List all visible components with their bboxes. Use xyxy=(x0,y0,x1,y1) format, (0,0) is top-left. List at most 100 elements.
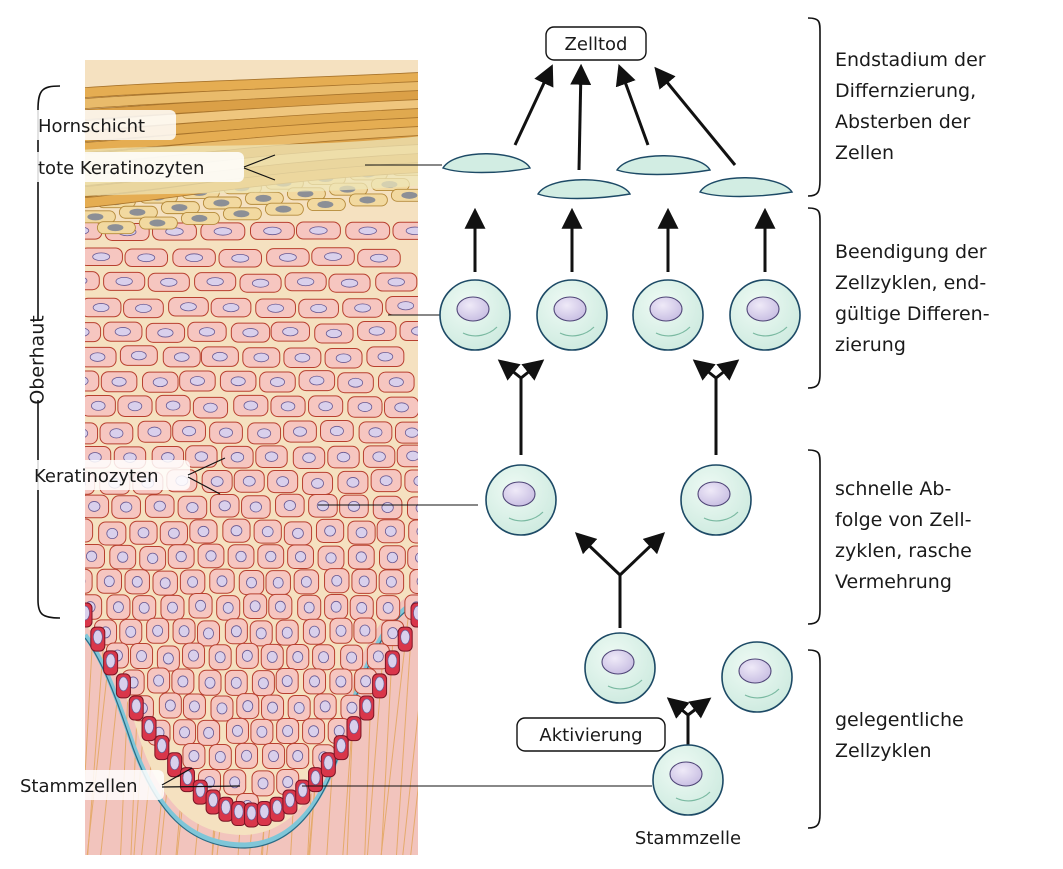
keratinocyte-nucleus xyxy=(230,676,242,689)
keratinocyte-nucleus xyxy=(92,252,111,262)
keratinocyte-nucleus xyxy=(188,750,200,762)
flat-cells xyxy=(441,153,794,200)
keratinocyte-nucleus xyxy=(282,776,294,788)
granular-nucleus xyxy=(317,201,334,209)
flat-cell-4 xyxy=(698,177,794,198)
fiber xyxy=(410,784,418,855)
horny-layer xyxy=(85,72,418,208)
keratinocyte-nucleus xyxy=(91,400,106,411)
flat-cell-2 xyxy=(536,179,632,200)
keratinocyte xyxy=(404,469,418,493)
keratinocyte-nucleus xyxy=(131,576,143,588)
keratinocyte-nucleus xyxy=(182,426,197,437)
aktivierung-label: Aktivierung xyxy=(539,725,642,746)
keratinocyte-nucleus xyxy=(153,500,166,512)
keratinocyte-nucleus xyxy=(283,500,296,511)
keratinocyte-nucleus xyxy=(359,624,371,637)
keratinocyte-nucleus xyxy=(214,651,226,664)
connector-lines xyxy=(302,164,652,787)
keratinocyte-nucleus xyxy=(231,253,250,263)
stem-cell xyxy=(269,796,285,822)
keratinocyte-nucleus xyxy=(242,328,259,338)
keratinocyte-nucleus xyxy=(92,303,110,313)
keratinocyte-nucleus xyxy=(256,725,268,738)
stem-cell xyxy=(410,602,418,628)
zelltod-arrows xyxy=(513,63,737,171)
stage-1-description: Endstadium der Differnzierung, Absterben… xyxy=(835,49,992,164)
stem-cell xyxy=(295,779,311,805)
keratinocyte-nucleus xyxy=(309,375,325,386)
keratinocyte-nucleus xyxy=(263,226,282,236)
keratinocyte-nucleus xyxy=(300,576,312,588)
stage-brackets xyxy=(807,17,821,829)
keratinocyte-nucleus xyxy=(318,401,333,412)
fiber xyxy=(85,611,95,785)
keratinocyte-nucleus xyxy=(109,428,124,439)
keratinocyte-nucleus xyxy=(303,601,315,614)
tote-keratinozyten-label-bg xyxy=(30,152,244,182)
keratinocyte-nucleus xyxy=(246,576,257,589)
upward-arrows xyxy=(464,207,776,272)
stem-cell xyxy=(244,802,259,828)
keratinocyte xyxy=(85,422,99,445)
keratinocyte-nucleus xyxy=(329,425,344,437)
round-cell xyxy=(485,464,557,536)
keratinocyte-nucleus xyxy=(330,600,342,613)
keratinocyte-nucleus xyxy=(197,525,210,537)
keratinocyte-nucleus xyxy=(346,477,360,488)
keratinocyte-nucleus xyxy=(324,525,336,537)
keratinocyte-nucleus xyxy=(210,476,224,487)
keratinocyte xyxy=(392,221,418,240)
granular-nucleus xyxy=(401,191,418,199)
keratinocyte-nucleus xyxy=(125,625,137,638)
keratinocyte-nucleus xyxy=(114,327,131,337)
keratinocyte-nucleus xyxy=(120,501,133,513)
keratinocyte-nucleus xyxy=(404,427,418,438)
keratinocyte-nucleus xyxy=(85,579,86,584)
keratinocyte-cells xyxy=(74,221,418,819)
keratinocyte-nucleus xyxy=(355,527,368,539)
keratinocyte-nucleus xyxy=(308,725,319,738)
keratinocyte-nucleus xyxy=(249,600,261,613)
round-cell xyxy=(680,464,752,536)
keratinocyte xyxy=(85,518,94,543)
stem-cell xyxy=(282,789,298,815)
oberhaut-bracket xyxy=(37,85,61,619)
fiber xyxy=(431,634,458,869)
granular-nucleus xyxy=(275,205,292,213)
tote-keratinozyten-label: tote Keratinozyten xyxy=(38,158,204,179)
keratinocyte xyxy=(408,519,418,544)
keratinocyte-nucleus xyxy=(222,303,240,313)
keratinocyte-nucleus xyxy=(206,277,224,287)
keratinocyte-nucleus xyxy=(147,552,159,564)
keratinocyte-nucleus xyxy=(189,376,205,386)
keratinocyte-nucleus xyxy=(179,726,190,739)
keratinocyte-nucleus xyxy=(340,278,359,288)
keratinocyte-nucleus xyxy=(413,475,418,487)
keratinozyten-pointer xyxy=(187,457,226,495)
keratinocyte-nucleus xyxy=(382,602,394,614)
keratinocyte-nucleus xyxy=(358,575,370,588)
stem-cell xyxy=(231,801,247,827)
keratinocyte-nucleus xyxy=(281,675,293,687)
keratinocyte-nucleus xyxy=(137,253,156,263)
keratinocyte-nucleus xyxy=(384,525,397,537)
keratinocyte xyxy=(409,568,418,594)
branch-arrows xyxy=(497,359,740,752)
keratinocyte-nucleus xyxy=(111,376,127,387)
keratinocyte-nucleus xyxy=(136,650,147,663)
keratinocyte-nucleus xyxy=(241,749,252,762)
granular-nucleus xyxy=(107,224,124,232)
keratinocyte-nucleus xyxy=(137,527,150,539)
keratinocyte-nucleus xyxy=(282,724,294,737)
keratinocyte-nucleus xyxy=(74,525,85,535)
keratinocyte-nucleus xyxy=(358,226,377,235)
keratinocyte-nucleus xyxy=(354,303,371,313)
stem-cell xyxy=(167,752,183,778)
granular-nucleus xyxy=(297,190,314,198)
keratinocyte-nucleus xyxy=(180,302,197,312)
keratinocyte-nucleus xyxy=(372,650,384,663)
keratinocyte-nucleus xyxy=(272,576,284,589)
keratinocyte-nucleus xyxy=(293,426,307,437)
keratinocyte-nucleus xyxy=(230,376,246,387)
